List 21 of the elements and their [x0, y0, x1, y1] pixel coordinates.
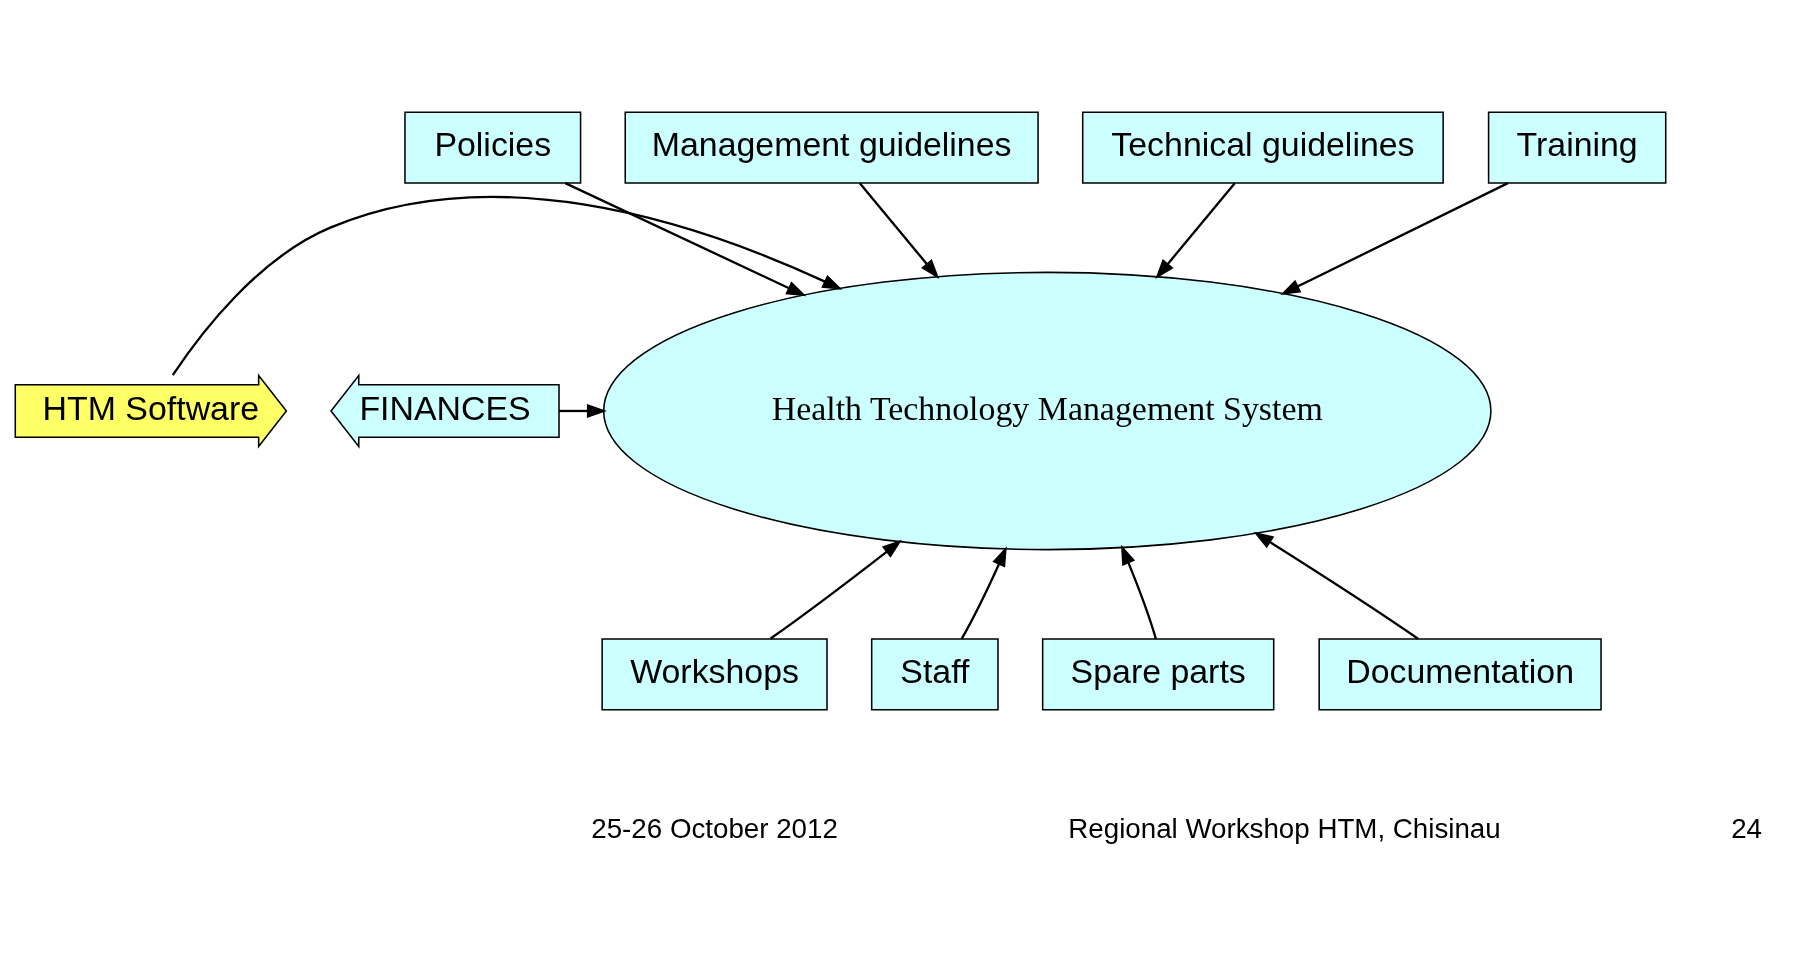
arrow [559, 403, 607, 418]
node-box: Spare parts [1041, 638, 1275, 711]
node-box: Technical guidelines [1081, 111, 1444, 184]
arrow [1155, 182, 1236, 280]
node-box: Management guidelines [624, 111, 1039, 184]
arrow [564, 182, 807, 297]
arrow [1121, 544, 1157, 640]
label: 24 [1731, 813, 1763, 845]
label: 25-26 October 2012 [591, 813, 838, 845]
arrow [960, 546, 1007, 640]
node-box: Workshops [601, 638, 828, 711]
arrow [858, 182, 940, 280]
label: Regional Workshop HTM, Chisinau [1068, 813, 1501, 845]
node-box: Policies [404, 111, 582, 184]
arrow [1280, 182, 1509, 295]
arrow [171, 195, 843, 376]
node-box: Staff [870, 638, 999, 711]
node-box: Training [1487, 111, 1667, 184]
arrow [769, 539, 902, 640]
arrow [1253, 531, 1419, 640]
node-box: Documentation [1318, 638, 1602, 711]
